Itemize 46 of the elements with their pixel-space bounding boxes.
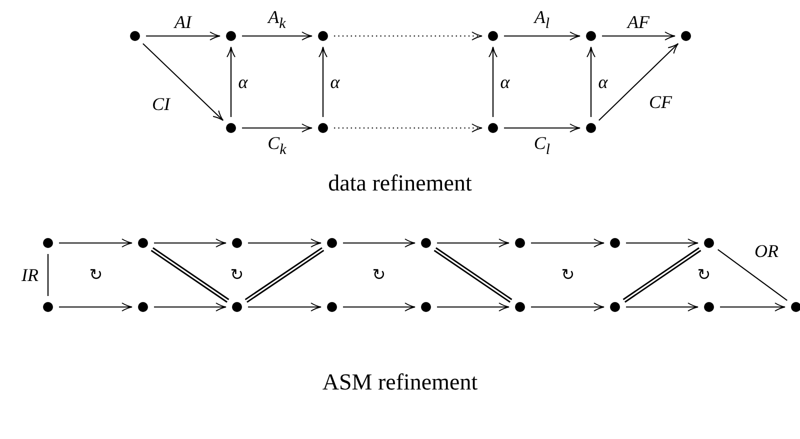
dot (232, 238, 242, 248)
edge-label: CI (151, 95, 171, 113)
rotation-symbol: ↻ (89, 267, 103, 283)
rotation-symbol: ↻ (230, 267, 244, 283)
dot (43, 238, 53, 248)
rotation-symbol: ↻ (372, 267, 386, 283)
dot (515, 238, 525, 248)
rotation-symbol: ↻ (561, 267, 575, 283)
dot (704, 302, 714, 312)
dot (421, 302, 431, 312)
edge-label: CF (648, 93, 673, 111)
dot (130, 31, 140, 41)
dot (610, 238, 620, 248)
dot (488, 31, 498, 41)
double-line (434, 247, 512, 303)
dot (232, 302, 242, 312)
dot (586, 31, 596, 41)
dot (327, 302, 337, 312)
dot (681, 31, 691, 41)
caption: ASM refinement (322, 370, 478, 394)
dot (327, 238, 337, 248)
dot (704, 238, 714, 248)
double-line (150, 247, 230, 303)
dot (138, 302, 148, 312)
edge-label: OR (754, 242, 780, 260)
dot (515, 302, 525, 312)
caption: data refinement (328, 172, 472, 194)
edge-label: IR (20, 266, 40, 284)
dot (318, 123, 328, 133)
line (47, 254, 49, 296)
dot (138, 238, 148, 248)
dot (226, 123, 236, 133)
edge-label: AI (174, 13, 192, 31)
dot (43, 302, 53, 312)
double-line (622, 247, 702, 303)
dot (791, 302, 800, 312)
dot (586, 123, 596, 133)
dot (488, 123, 498, 133)
rotation-symbol: ↻ (697, 267, 711, 283)
dot (226, 31, 236, 41)
dot (610, 302, 620, 312)
dot (318, 31, 328, 41)
double-line (244, 247, 324, 303)
dot (421, 238, 431, 248)
line (718, 249, 788, 301)
edge-label: AF (626, 13, 650, 31)
